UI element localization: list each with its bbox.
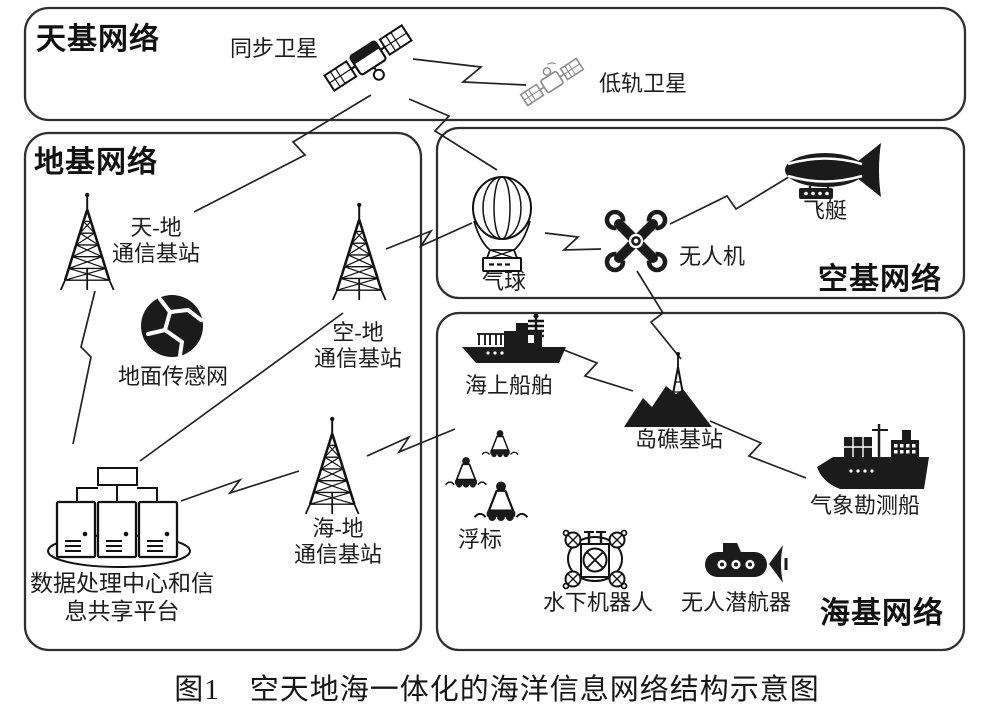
link-seaground-sea-bolt-icon — [366, 428, 456, 457]
blimp-icon — [785, 143, 881, 199]
air-ground-station-label: 空-地 通信基站 — [308, 320, 408, 372]
data-center-icon — [47, 467, 191, 568]
link-airground-datacenter-line-icon — [139, 312, 344, 462]
weather-ship-label: 气象勘测船 — [810, 493, 921, 518]
link-geo-skyground-bolt-icon — [193, 94, 372, 213]
link-balloon-uav-bolt-icon — [544, 232, 602, 251]
submarine-icon — [705, 543, 788, 583]
air-ground-station-line1: 空-地 — [332, 320, 384, 345]
data-center-line1: 数据处理中心和信 — [30, 571, 214, 596]
weather-ship-icon — [817, 424, 929, 489]
ground-sensor-net-label: 地面传感网 — [118, 364, 229, 389]
link-tower-datacenter-bolt-icon — [72, 290, 96, 445]
sea-ground-station-label: 海-地 通信基站 — [288, 516, 388, 568]
geo-satellite-icon — [323, 24, 413, 92]
sea-ground-station-line2: 通信基站 — [293, 542, 382, 567]
link-geo-leo-bolt-icon — [412, 58, 527, 86]
air-network-title: 空基网络 — [818, 263, 942, 296]
data-center-line2: 息共享平台 — [64, 599, 180, 624]
buoy-icon — [473, 481, 529, 522]
uuv-label: 无人潜航器 — [681, 590, 792, 615]
link-uav-airship-bolt-icon — [669, 174, 793, 225]
link-uav-island-bolt-icon — [636, 270, 682, 360]
quadcopter-icon — [604, 209, 668, 273]
balloon-label: 气球 — [482, 269, 527, 294]
uav-label: 无人机 — [679, 244, 746, 269]
space-network-title: 天基网络 — [36, 23, 160, 56]
island-station-icon — [624, 352, 712, 427]
buoy-icon — [445, 457, 487, 488]
sky-ground-station-line1: 天-地 — [130, 215, 182, 240]
underwater-robot-label: 水下机器人 — [543, 590, 654, 615]
leo-satellite-label: 低轨卫星 — [599, 71, 688, 96]
rov-icon — [562, 529, 628, 590]
sea-ground-station-line1: 海-地 — [312, 516, 364, 541]
link-datacenter-seaground-bolt-icon — [180, 470, 300, 502]
sensor-globe-icon — [141, 295, 203, 357]
hot-air-balloon-icon — [472, 176, 532, 272]
link-bolts — [72, 58, 807, 502]
buoy-icon — [481, 430, 519, 458]
air-ground-tower-icon — [331, 201, 387, 302]
surface-ship-icon — [462, 313, 566, 363]
island-station-label: 岛礁基站 — [635, 427, 724, 452]
buoy-icons — [445, 430, 529, 522]
sky-ground-station-line2: 通信基站 — [111, 241, 200, 266]
air-ground-station-line2: 通信基站 — [313, 346, 402, 371]
link-island-weathership-bolt-icon — [709, 420, 807, 479]
buoy-label: 浮标 — [458, 527, 503, 552]
surface-ship-label: 海上船舶 — [465, 373, 554, 398]
ground-network-box — [23, 131, 423, 652]
data-center-label: 数据处理中心和信 息共享平台 — [22, 570, 222, 626]
link-ship-island-bolt-icon — [563, 349, 634, 392]
link-geo-air-bolt-icon — [408, 98, 498, 171]
ground-network-title: 地基网络 — [34, 146, 158, 179]
geo-satellite-label: 同步卫星 — [230, 36, 319, 61]
figure-caption: 图1 空天地海一体化的海洋信息网络结构示意图 — [174, 674, 820, 706]
sea-ground-tower-icon — [304, 415, 360, 516]
space-network-box — [23, 6, 967, 122]
sky-ground-station-label: 天-地 通信基站 — [106, 215, 206, 267]
airship-label: 飞艇 — [803, 198, 848, 223]
sea-network-title: 海基网络 — [820, 597, 944, 630]
link-airground-balloon-bolt-icon — [385, 222, 473, 250]
air-network-box — [435, 126, 966, 300]
leo-satellite-icon — [519, 57, 585, 107]
sea-network-box — [435, 311, 966, 652]
